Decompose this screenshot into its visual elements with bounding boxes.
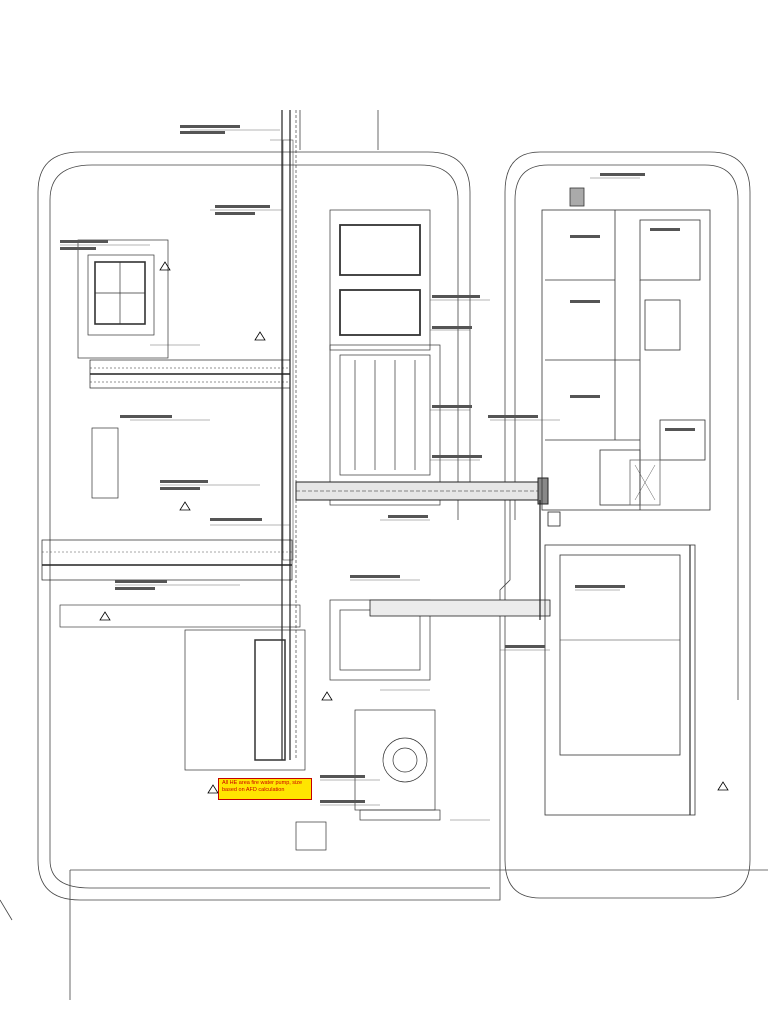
trench-east-west bbox=[295, 477, 549, 505]
pipe-to-substation bbox=[369, 500, 561, 620]
tank-area-northwest bbox=[77, 239, 169, 499]
design-note-annotation: All HE area fire water pump, size based … bbox=[218, 778, 312, 800]
right-plot-outline bbox=[504, 151, 751, 899]
process-tanks-north bbox=[329, 209, 441, 506]
control-building bbox=[541, 187, 711, 511]
label-placeholders bbox=[60, 125, 695, 803]
pipe-corridor-west bbox=[41, 539, 301, 628]
pipe-rack-horizontal-west bbox=[89, 359, 291, 389]
right-plot-inner-road bbox=[514, 164, 739, 700]
leader-lines bbox=[60, 129, 640, 821]
switchyard bbox=[544, 544, 696, 816]
main-plot-inner-road bbox=[49, 164, 490, 889]
warning-triangle-icons bbox=[99, 261, 729, 794]
design-note-text: All HE area fire water pump, size based … bbox=[222, 780, 303, 793]
pump-area-south bbox=[184, 599, 441, 851]
pipe-rack-vertical bbox=[281, 110, 297, 760]
main-plot-outline bbox=[37, 151, 511, 901]
